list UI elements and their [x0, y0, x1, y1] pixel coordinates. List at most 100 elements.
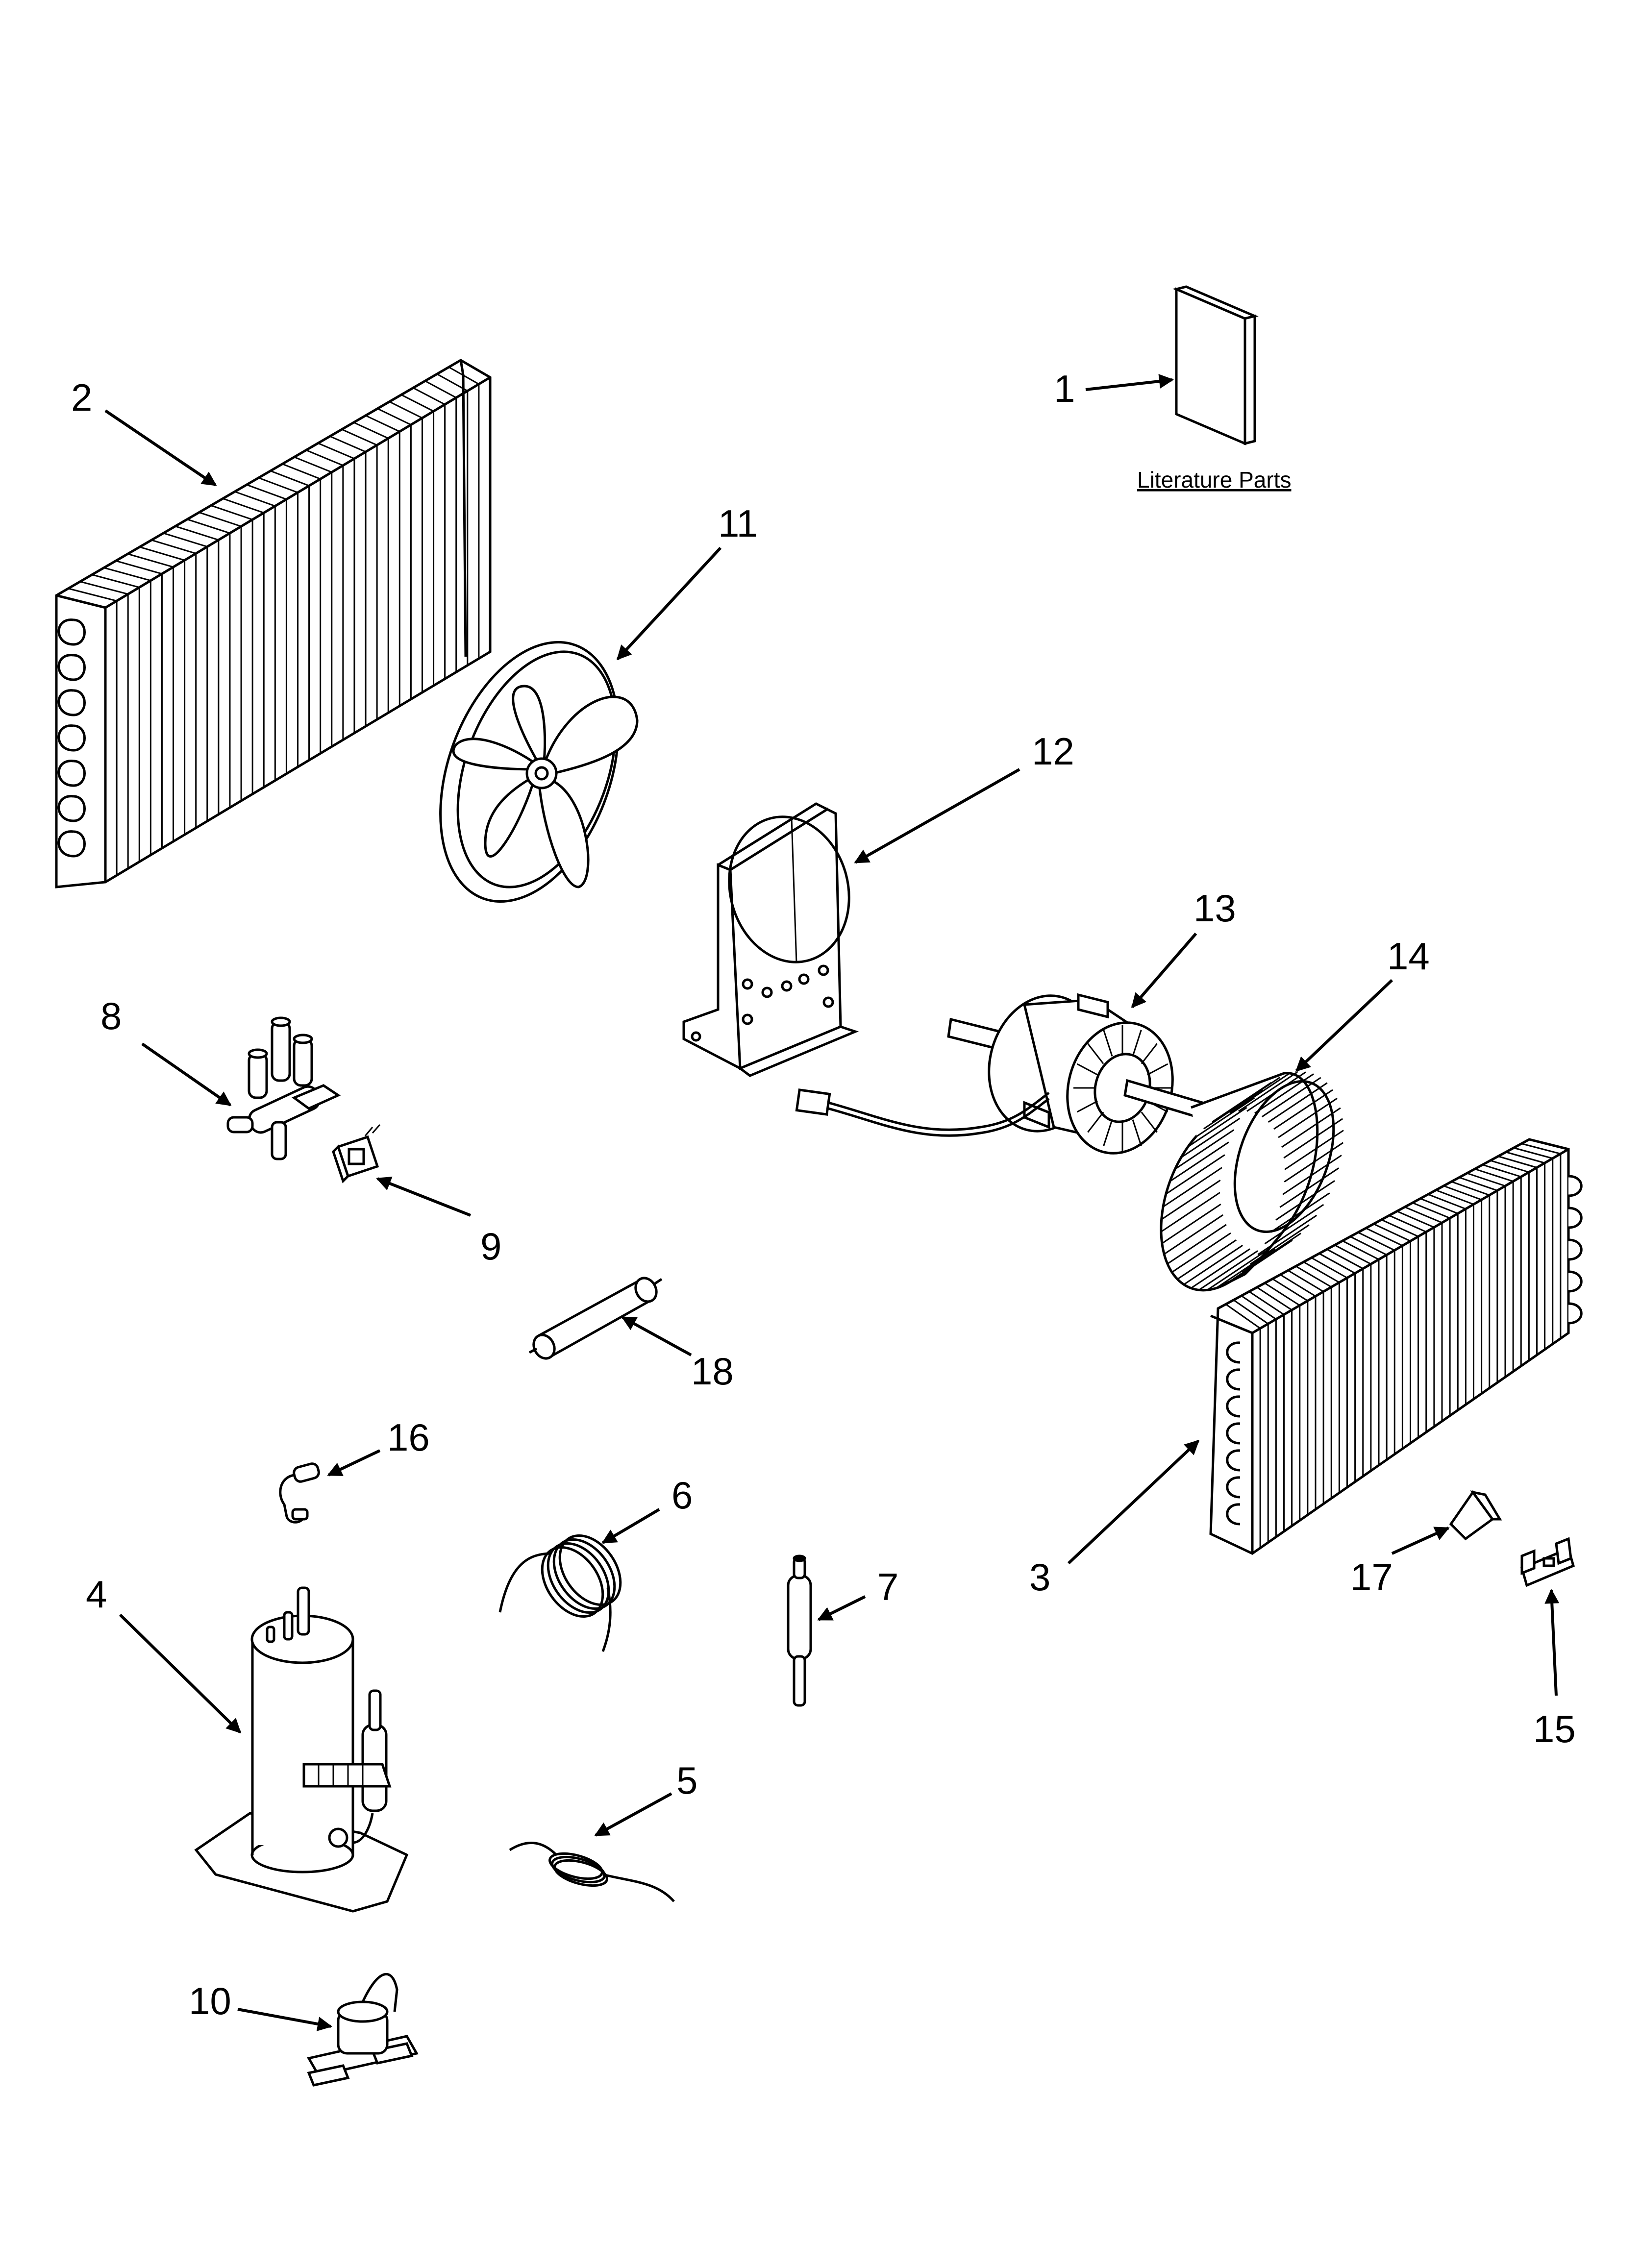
blower-blade	[1238, 1071, 1298, 1112]
blower-blade	[1215, 1248, 1275, 1289]
coil-fin-top	[1396, 1210, 1435, 1228]
coil-fin-top	[1451, 1181, 1490, 1196]
blower-blade	[1161, 1180, 1221, 1220]
blower-blade	[1281, 1107, 1341, 1148]
coil-fin-top	[389, 401, 423, 419]
coil-fin-top	[175, 525, 219, 541]
return-bend	[1226, 1341, 1241, 1364]
callout-3: 3	[1029, 1555, 1050, 1599]
coil-fin-top	[1295, 1265, 1332, 1288]
coil-fin-top	[1373, 1223, 1411, 1242]
coil-fin-top	[1443, 1185, 1482, 1201]
coil-fin-top	[365, 415, 400, 432]
leader-4	[119, 1613, 242, 1734]
blower-blade	[1279, 1167, 1340, 1208]
coil-fin-top	[1389, 1214, 1427, 1233]
strainer-tube	[528, 1277, 663, 1360]
callout-17: 17	[1350, 1555, 1393, 1599]
coil-fin-top	[282, 463, 321, 480]
leader-14	[1295, 979, 1393, 1072]
coil-fin-top	[1490, 1159, 1529, 1173]
blower-blade	[1220, 1077, 1281, 1117]
blower-blade	[1254, 1073, 1314, 1114]
blower-blade	[1284, 1142, 1344, 1183]
blower-blade	[1270, 1192, 1330, 1233]
coil-fin-top	[1233, 1299, 1269, 1325]
callout-2: 2	[71, 376, 92, 419]
callout-13: 13	[1193, 887, 1236, 930]
coil-fin-top	[436, 373, 468, 392]
coil-fin-top	[1288, 1270, 1324, 1292]
coil-fin-top	[1428, 1193, 1466, 1210]
coil-fin-top	[223, 497, 264, 514]
coil-fin-top	[400, 394, 434, 412]
endbell-rib	[1087, 1111, 1104, 1133]
coil-fin-top	[1498, 1156, 1537, 1168]
leader-7	[817, 1595, 866, 1621]
evaporator-coil	[1209, 1138, 1583, 1555]
coil-fin-top	[1420, 1198, 1458, 1214]
endbell-rib	[1141, 1111, 1158, 1133]
coil-fin-top	[1482, 1164, 1521, 1178]
return-bend	[57, 618, 74, 646]
leader-9	[376, 1176, 472, 1217]
coil-fin-top	[1474, 1168, 1514, 1183]
coil-fin-top	[341, 428, 377, 446]
return-bend	[57, 795, 74, 822]
coil-fin-top	[1318, 1253, 1356, 1274]
return-bend-edge	[73, 795, 86, 822]
coil-fin-top	[1358, 1232, 1395, 1251]
blower-blade	[1167, 1224, 1227, 1265]
condenser-coil	[55, 359, 492, 888]
callout-10: 10	[189, 1979, 231, 2022]
return-bend-right	[1568, 1270, 1583, 1293]
return-bend-edge	[73, 760, 86, 787]
coil-fin-top	[1241, 1295, 1277, 1320]
blower-blade	[1161, 1203, 1221, 1244]
reversing-valve	[226, 1016, 341, 1160]
literature-booklet	[1172, 285, 1259, 445]
compressor	[194, 1586, 409, 1913]
blower-blade	[1198, 1250, 1258, 1291]
leader-6	[601, 1508, 660, 1544]
blower-blade	[1187, 1107, 1247, 1148]
blower-blade	[1264, 1204, 1324, 1245]
blower-blade	[1161, 1192, 1220, 1233]
blower-blade	[1257, 1214, 1318, 1256]
leader-2	[104, 409, 217, 487]
blower-blade	[1282, 1155, 1342, 1195]
blower-blade	[1174, 1129, 1235, 1170]
endbell-rib	[1141, 1043, 1158, 1064]
coil-fin-top	[270, 470, 310, 487]
endbell-rib	[1147, 1063, 1169, 1076]
blower-blade	[1169, 1141, 1229, 1182]
return-bend	[1226, 1368, 1241, 1391]
return-bend-edge	[73, 654, 86, 681]
leader-3	[1067, 1439, 1200, 1565]
coil-fin-top	[1365, 1227, 1403, 1247]
coil-fin-top	[199, 512, 242, 527]
solenoid-coil	[332, 1124, 381, 1183]
blower-blade	[1177, 1239, 1237, 1280]
coil-fin-top	[187, 518, 230, 534]
coil-fin-top	[115, 560, 162, 575]
coil-fin-top	[127, 553, 174, 568]
endbell-rib	[1076, 1063, 1098, 1076]
blower-blade	[1224, 1245, 1284, 1285]
endbell-rib	[1132, 1030, 1142, 1057]
leader-17	[1391, 1527, 1450, 1555]
blower-blade	[1164, 1214, 1223, 1255]
blower-wheel	[1160, 1071, 1344, 1292]
coil-fin-top	[294, 456, 332, 473]
return-bend	[1226, 1503, 1241, 1526]
coil-fin-top	[1264, 1282, 1300, 1307]
blower-blade	[1278, 1097, 1338, 1138]
blower-blade	[1246, 1071, 1306, 1112]
coil-fin-top	[1404, 1206, 1442, 1224]
coil-fin-top	[424, 380, 457, 398]
coil-fin-top	[413, 387, 446, 405]
coil-fin-top	[163, 532, 208, 548]
coil-fin-top	[1326, 1248, 1364, 1270]
callout-9: 9	[480, 1225, 501, 1268]
